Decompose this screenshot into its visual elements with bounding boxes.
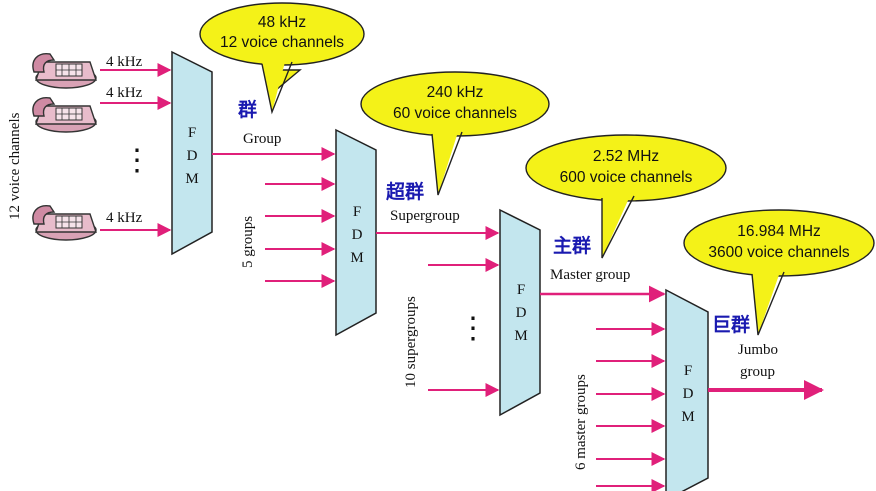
groups-count-label: 5 groups (240, 216, 256, 268)
bubble-group: 48 kHz 12 voice channels (199, 2, 365, 115)
supergroup-ellipsis: ⋮ (458, 312, 488, 345)
fdm-letter-d: D (187, 148, 198, 164)
fdm-multiplexer-2 (335, 128, 377, 337)
telephone-2 (32, 97, 97, 133)
master-groups-count-label: 6 master groups (573, 374, 589, 470)
fdm-letter-d: D (352, 227, 363, 243)
channel-bandwidth-label-3: 4 kHz (106, 210, 143, 226)
telephone-icon (32, 205, 97, 241)
bubble-jumbo-group-frequency: 16.984 MHz (737, 223, 821, 240)
channel-bandwidth-label-2: 4 kHz (106, 85, 143, 101)
fdm-letter-f: F (517, 282, 525, 298)
label-master-group-chinese: 主群 (553, 234, 591, 257)
fdm-letter-f: F (188, 125, 196, 141)
fdm-multiplexer-4 (665, 288, 709, 491)
label-jumbo-group-english-line2: group (740, 364, 775, 380)
label-supergroup-chinese: 超群 (385, 180, 424, 203)
bubble-jumbo-group: 16.984 MHz 3600 voice channels (683, 209, 875, 336)
fdm-letter-d: D (683, 386, 694, 402)
bubble-group-channels: 12 voice channels (220, 34, 344, 51)
telephone-3 (32, 205, 97, 241)
fdm-letter-d: D (516, 305, 527, 321)
bubble-master-group-frequency: 2.52 MHz (593, 148, 659, 165)
label-jumbo-group-english-line1: Jumbo (738, 342, 778, 358)
label-supergroup-english: Supergroup (390, 208, 460, 224)
label-group-chinese: 群 (237, 98, 257, 121)
fdm-letter-f: F (684, 363, 692, 379)
fdm-letter-m: M (185, 171, 198, 187)
fdm-multiplexer-3 (499, 208, 541, 417)
bubble-group-frequency: 48 kHz (258, 14, 306, 31)
bubble-supergroup: 240 kHz 60 voice channels (360, 71, 550, 196)
channel-bandwidth-label-1: 4 kHz (106, 54, 143, 70)
supergroups-count-label: 10 supergroups (403, 296, 419, 388)
fdm-letter-m: M (350, 250, 363, 266)
bubble-supergroup-frequency: 240 kHz (427, 84, 484, 101)
voice-channel-count-label: 12 voice channels (7, 112, 23, 220)
fdm-letter-m: M (681, 409, 694, 425)
label-jumbo-group-chinese: 巨群 (712, 313, 750, 336)
label-group-english: Group (243, 131, 281, 147)
bubble-jumbo-group-channels: 3600 voice channels (708, 244, 850, 261)
label-master-group-english: Master group (550, 267, 630, 283)
telephone-icon (32, 53, 97, 89)
fdm-letter-m: M (514, 328, 527, 344)
fdm-multiplexer-1 (171, 50, 213, 256)
telephone-1 (32, 53, 97, 89)
telephone-icon (32, 97, 97, 133)
bubble-master-group: 2.52 MHz 600 voice channels (525, 134, 727, 259)
bubble-master-group-channels: 600 voice channels (560, 169, 693, 186)
bubble-supergroup-channels: 60 voice channels (393, 105, 517, 122)
fdm-letter-f: F (353, 204, 361, 220)
telephone-ellipsis: ⋮ (122, 144, 152, 177)
